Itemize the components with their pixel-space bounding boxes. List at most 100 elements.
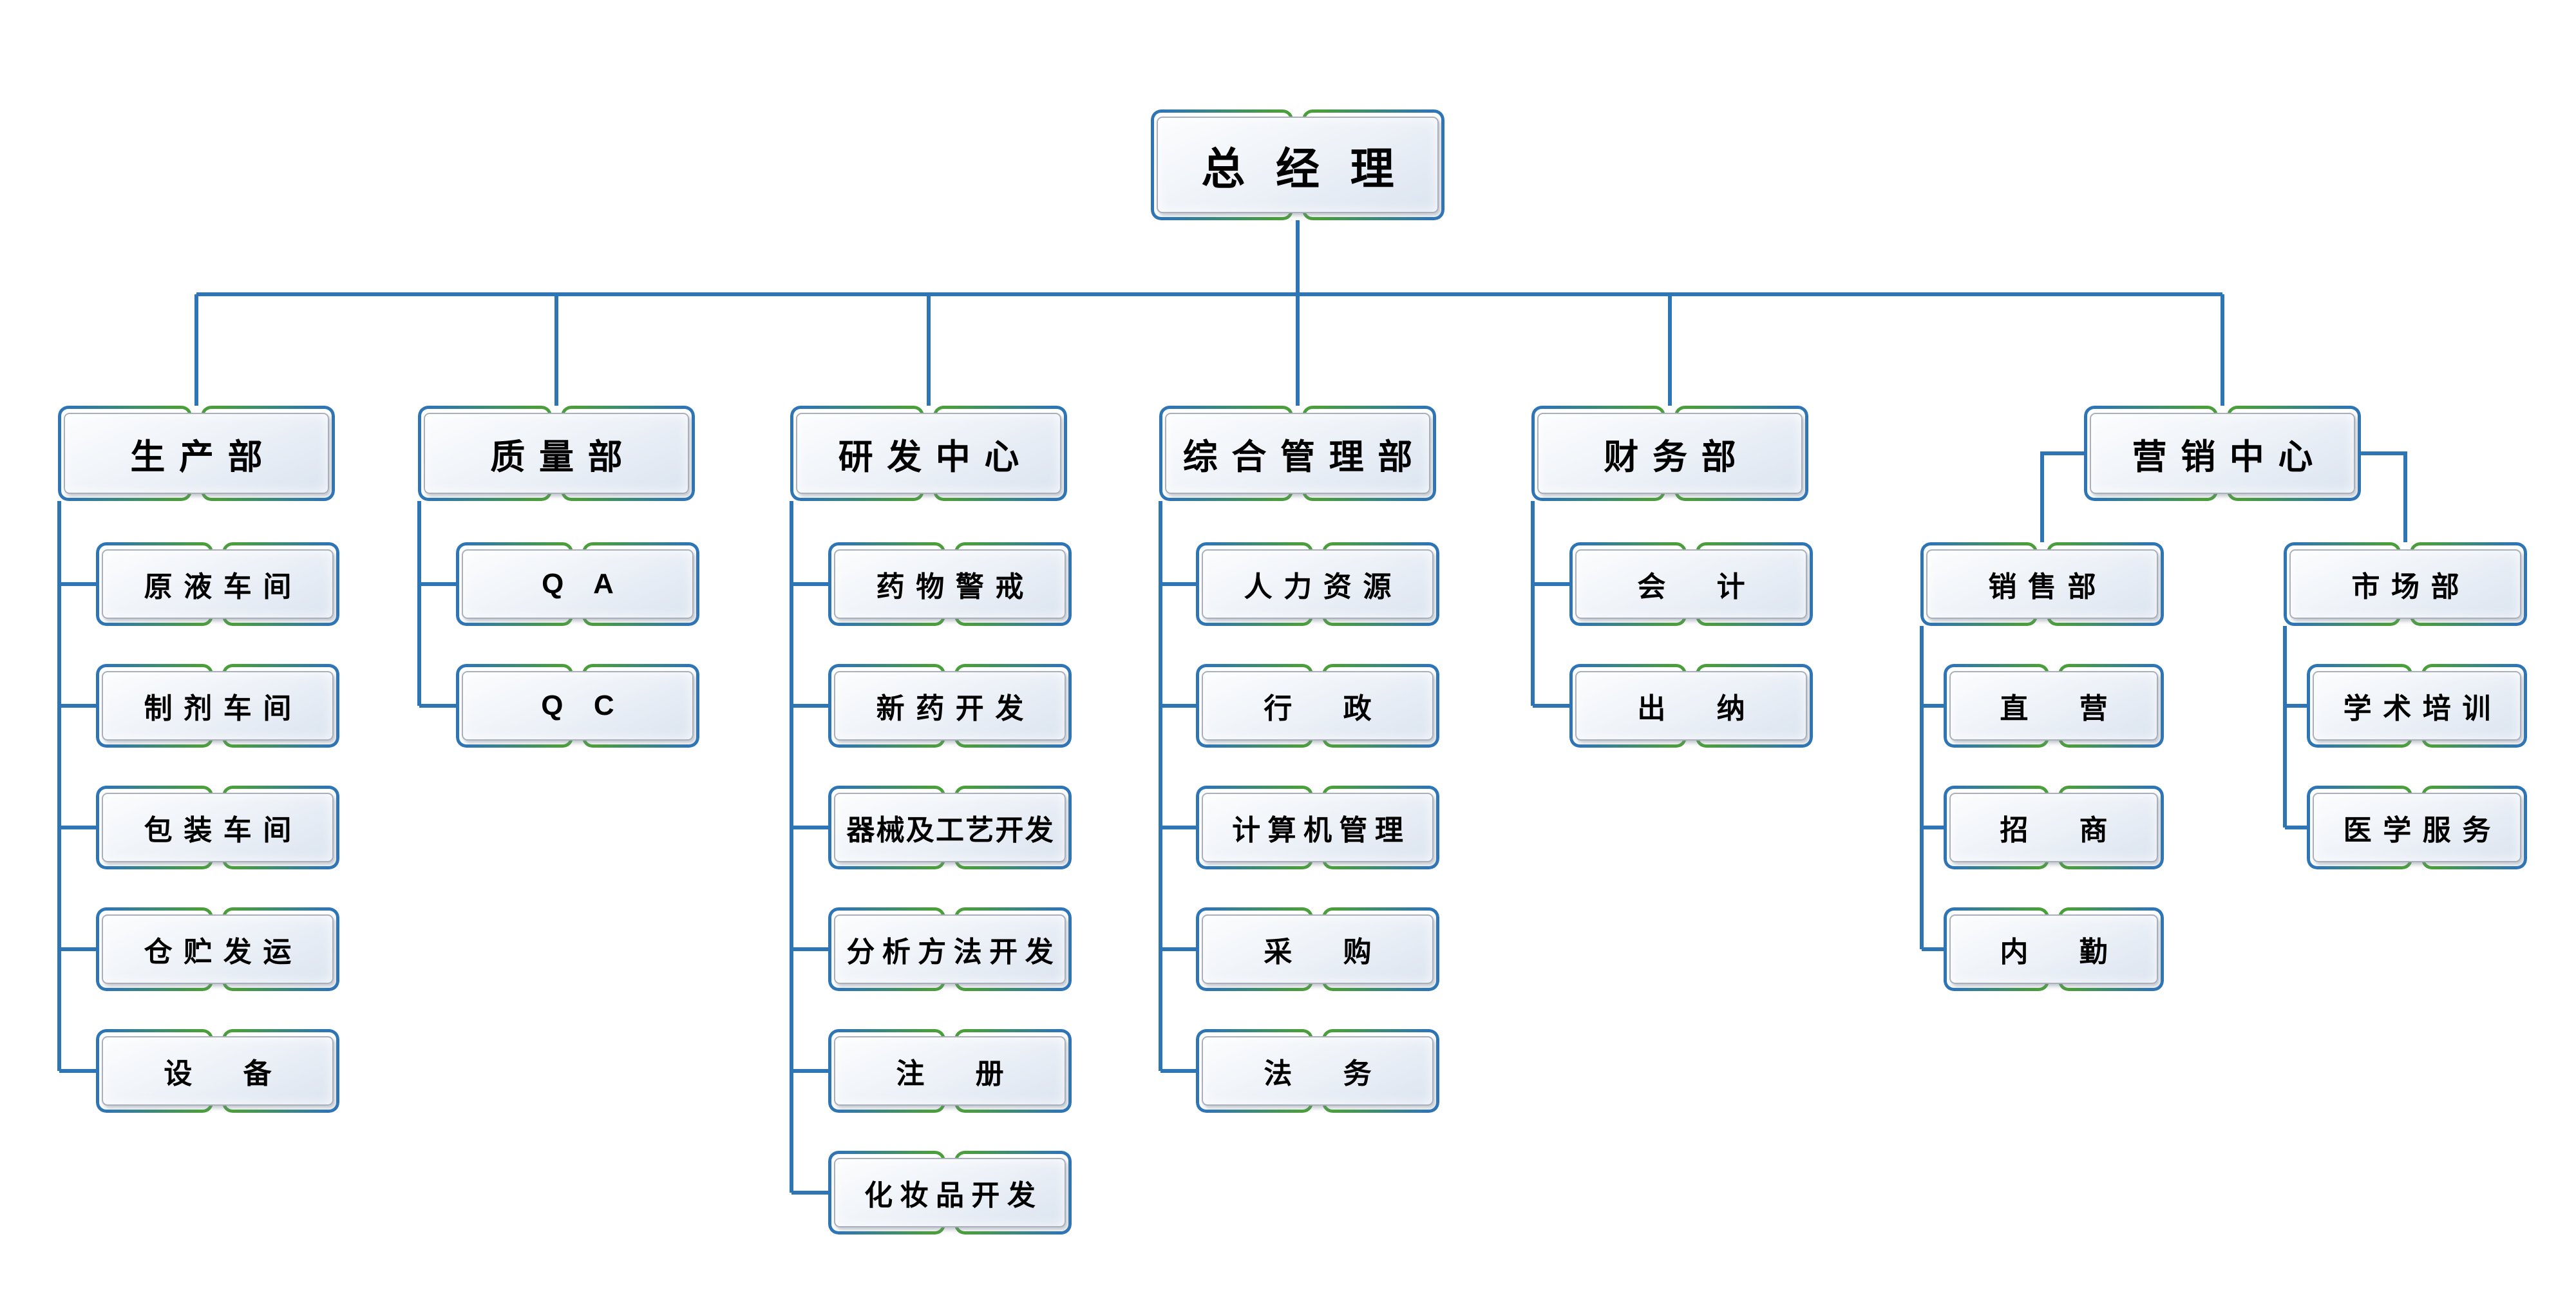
node-label: 法 务 (1264, 1058, 1383, 1090)
node-label: 化妆品开发 (864, 1180, 1043, 1211)
node-panel (102, 914, 334, 984)
connector-production-spine (57, 501, 96, 1073)
node-panel (1537, 413, 1803, 494)
node-label: 计算机管理 (1232, 815, 1411, 846)
node-sales-dept[interactable]: 销售部 (1920, 542, 2164, 626)
node-panel (1165, 413, 1430, 494)
node-panel (462, 549, 694, 619)
node-label: 注 册 (896, 1058, 1016, 1090)
connector-admin-spine (1159, 501, 1196, 1073)
node-investment-attraction[interactable]: 招 商 (1944, 786, 2164, 869)
node-label: 质量部 (490, 437, 637, 477)
node-back-office[interactable]: 内 勤 (1944, 907, 2164, 991)
node-label: 直 营 (2000, 693, 2119, 724)
node-label: 生产部 (130, 437, 277, 477)
node-warehouse-shipping[interactable]: 仓贮发运 (96, 907, 339, 991)
node-analytical-method-dev[interactable]: 分析方法开发 (828, 907, 1072, 991)
node-panel (1949, 671, 2158, 741)
node-production-dept[interactable]: 生产部 (58, 406, 335, 501)
node-panel (1575, 549, 1807, 619)
node-administration[interactable]: 行 政 (1196, 664, 1439, 748)
node-new-drug-dev[interactable]: 新药开发 (828, 664, 1072, 748)
node-label: 行 政 (1264, 693, 1383, 724)
node-label: 内 勤 (2000, 936, 2119, 968)
node-label: 仓贮发运 (144, 936, 303, 968)
node-label: 医学服务 (2343, 815, 2502, 846)
node-panel (1949, 793, 2158, 862)
node-legal[interactable]: 法 务 (1196, 1029, 1439, 1113)
node-panel (834, 1158, 1066, 1227)
node-cashier[interactable]: 出 纳 (1569, 664, 1813, 748)
node-cosmetics-dev[interactable]: 化妆品开发 (828, 1151, 1072, 1235)
connector-rnd-spine (790, 501, 828, 1195)
node-panel (796, 413, 1061, 494)
node-panel (1949, 914, 2158, 984)
node-label: 市场部 (2351, 571, 2471, 603)
node-academic-training[interactable]: 学术培训 (2307, 664, 2527, 748)
connector-marketing-to-market (2361, 451, 2407, 542)
node-label: 学术培训 (2343, 693, 2502, 724)
node-equipment[interactable]: 设 备 (96, 1029, 339, 1113)
node-general-manager[interactable]: 总经理 (1151, 109, 1444, 220)
node-direct-sales[interactable]: 直 营 (1944, 664, 2164, 748)
node-computer-mgmt[interactable]: 计算机管理 (1196, 786, 1439, 869)
node-panel (102, 1036, 334, 1106)
node-label: 综合管理部 (1182, 437, 1426, 477)
node-panel (1202, 549, 1434, 619)
node-device-process-dev[interactable]: 器械及工艺开发 (828, 786, 1072, 869)
node-panel (424, 413, 689, 494)
node-label: 招 商 (2000, 815, 2119, 846)
node-label: Q C (541, 690, 626, 721)
node-panel (1202, 914, 1434, 984)
node-panel (2289, 549, 2521, 619)
node-procurement[interactable]: 采 购 (1196, 907, 1439, 991)
node-label: 器械及工艺开发 (846, 815, 1055, 846)
node-panel (2090, 413, 2355, 494)
node-panel (64, 413, 329, 494)
node-panel (102, 549, 334, 619)
node-raw-solution-workshop[interactable]: 原液车间 (96, 542, 339, 626)
node-label: 药物警戒 (876, 571, 1035, 603)
node-accounting[interactable]: 会 计 (1569, 542, 1813, 626)
node-panel (1157, 117, 1439, 213)
node-label: 财务部 (1604, 437, 1750, 477)
node-panel (834, 1036, 1066, 1106)
node-quality-dept[interactable]: 质量部 (418, 406, 695, 501)
node-hr[interactable]: 人力资源 (1196, 542, 1439, 626)
node-panel (2313, 793, 2521, 862)
node-label: 采 购 (1264, 936, 1383, 968)
node-pharmacovigilance[interactable]: 药物警戒 (828, 542, 1072, 626)
node-packaging-workshop[interactable]: 包装车间 (96, 786, 339, 869)
node-registration[interactable]: 注 册 (828, 1029, 1072, 1113)
node-label: 总经理 (1201, 144, 1425, 194)
node-label: 分析方法开发 (846, 936, 1061, 968)
node-panel (462, 671, 694, 741)
node-qc[interactable]: Q C (456, 664, 699, 748)
node-general-admin-dept[interactable]: 综合管理部 (1159, 406, 1436, 501)
node-panel (2313, 671, 2521, 741)
node-panel (1926, 549, 2158, 619)
node-medical-service[interactable]: 医学服务 (2307, 786, 2527, 869)
node-marketing-center[interactable]: 营销中心 (2084, 406, 2361, 501)
node-panel (1202, 793, 1434, 862)
node-label: 会 计 (1637, 571, 1757, 603)
node-panel (834, 914, 1066, 984)
connector-sales-spine (1920, 626, 1944, 951)
node-rnd-center[interactable]: 研发中心 (790, 406, 1067, 501)
node-panel (1202, 1036, 1434, 1106)
node-finance-dept[interactable]: 财务部 (1531, 406, 1808, 501)
node-label: 包装车间 (144, 815, 303, 846)
node-label: 研发中心 (838, 437, 1033, 477)
node-label: 营销中心 (2132, 437, 2327, 477)
node-panel (1202, 671, 1434, 741)
node-qa[interactable]: Q A (456, 542, 699, 626)
connector-marketing-to-sales (2040, 451, 2084, 542)
node-panel (102, 793, 334, 862)
node-panel (834, 793, 1066, 862)
node-preparation-workshop[interactable]: 制剂车间 (96, 664, 339, 748)
connector-finance-spine (1531, 501, 1569, 708)
node-market-dept[interactable]: 市场部 (2284, 542, 2527, 626)
node-label: 新药开发 (876, 693, 1035, 724)
